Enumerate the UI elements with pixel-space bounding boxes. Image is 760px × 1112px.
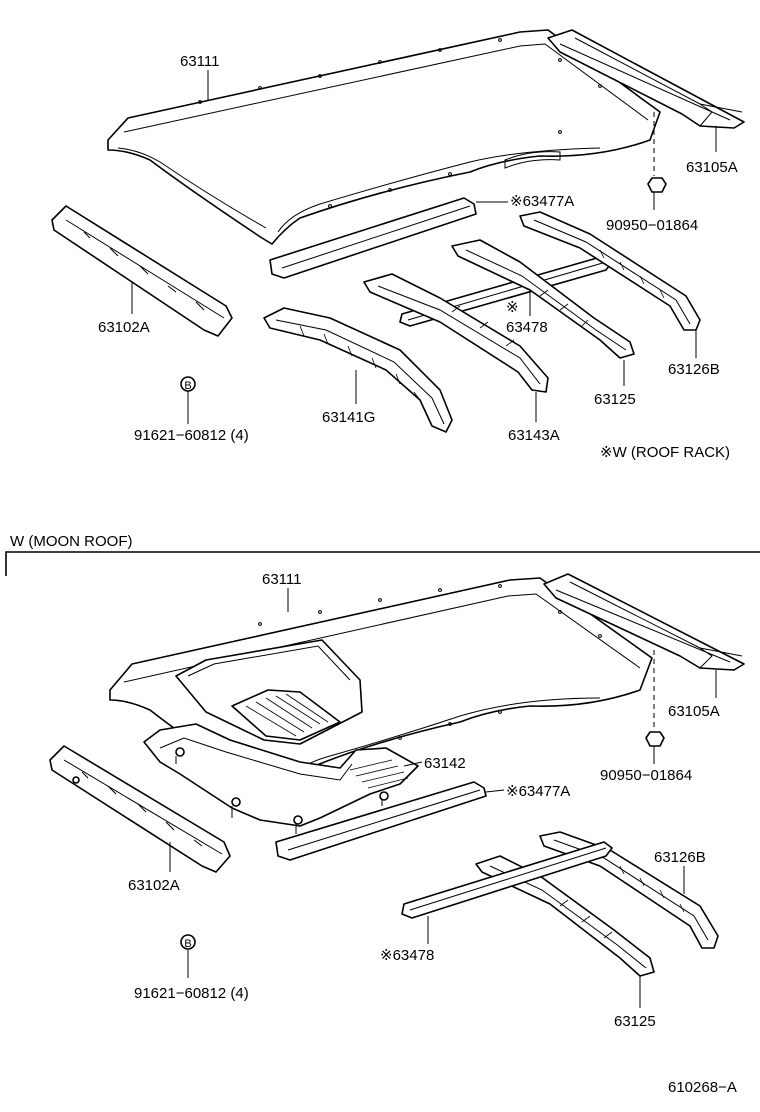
top-section: 63111 63105A 90950−01864 ※63477A 63102A … [51, 29, 745, 461]
label-roof-rail-moonroof: 63126B [654, 849, 706, 866]
front-header-moonroof [49, 745, 231, 873]
label-rack-bow-mark-top: ※ [506, 299, 519, 316]
label-bow-63125-moonroof: 63125 [614, 1013, 656, 1030]
sunroof-frame-63142 [143, 723, 419, 834]
rack-bow-moonroof [401, 841, 613, 919]
label-sunroof-frame: 63142 [424, 755, 466, 772]
note-roof-rack: ※W (ROOF RACK) [600, 444, 730, 461]
figure-id: 610268−A [668, 1079, 737, 1096]
label-bow-63143a-top: 63143A [508, 427, 560, 444]
bolt-marker-circle-moonroof [180, 934, 196, 950]
label-bolt-moonroof: 91621−60812 (4) [134, 985, 249, 1002]
roof-bow-front-moonroof [275, 781, 487, 861]
roof-panel-top [107, 29, 661, 245]
label-rack-bow-top: 63478 [506, 319, 548, 336]
nut-top [647, 112, 667, 193]
bow-63125-top [451, 239, 635, 359]
label-roof-rail-top: 63126B [668, 361, 720, 378]
bolt-marker-circle-top [180, 376, 196, 392]
label-roof-panel-moonroof: 63111 [262, 571, 302, 588]
label-rear-header-top: 63105A [686, 159, 738, 176]
heading-moon-roof: W (MOON ROOF) [10, 533, 132, 550]
moon-roof-frame [5, 551, 760, 576]
bow-63141g-top [263, 307, 453, 433]
label-rear-header-moonroof: 63105A [668, 703, 720, 720]
front-header-top [51, 205, 233, 337]
rear-header-top [547, 29, 745, 129]
bottom-section: W (MOON ROOF) [5, 533, 760, 1030]
bolt-marker-moonroof: B [184, 938, 191, 950]
roof-panel-moonroof [109, 577, 653, 797]
label-bow-63125-top: 63125 [594, 391, 636, 408]
label-bow-63141g-top: 63141G [322, 409, 375, 426]
label-roof-bow-front-top: ※63477A [510, 193, 574, 210]
nut-moonroof [645, 650, 665, 747]
label-front-header-top: 63102A [98, 319, 150, 336]
label-front-header-moonroof: 63102A [128, 877, 180, 894]
label-roof-bow-front-moonroof: ※63477A [506, 783, 570, 800]
label-bolt-top: 91621−60812 (4) [134, 427, 249, 444]
roof-bow-front-top [269, 197, 477, 279]
bow-63143a-top [363, 273, 549, 393]
label-rack-bow-moonroof: ※63478 [380, 947, 434, 964]
label-nut-moonroof: 90950−01864 [600, 767, 692, 784]
label-roof-panel-top: 63111 [180, 53, 220, 70]
label-nut-top: 90950−01864 [606, 217, 698, 234]
rear-header-moonroof [543, 573, 745, 671]
bolt-marker-top: B [184, 380, 191, 392]
